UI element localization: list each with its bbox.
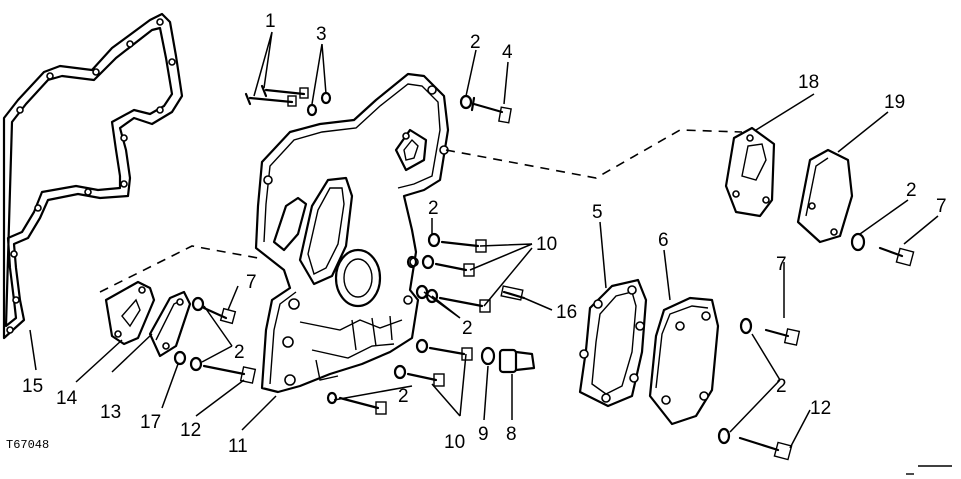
margin-marks (906, 465, 952, 475)
cap-screws-10-middle (415, 284, 491, 313)
cap-screws-1 (244, 84, 309, 107)
gasket-14 (104, 280, 156, 346)
cap-screws-10-lower (326, 338, 473, 415)
callout-2: 2 (470, 32, 481, 53)
leader-lines (29, 31, 939, 449)
cover-19 (796, 148, 854, 244)
o-ring-9 (480, 346, 496, 366)
cap-screw-12-right (738, 436, 793, 461)
gasket-15 (2, 12, 184, 340)
callout-11: 11 (228, 436, 248, 457)
callout-12: 12 (810, 398, 831, 419)
washer-2-cover6-bottom (717, 427, 731, 445)
stud-16 (500, 285, 526, 301)
washer-2-left-lower (189, 356, 203, 372)
callout-2: 2 (234, 342, 245, 363)
alignment-lines (99, 129, 743, 293)
plug-8 (498, 348, 536, 374)
callout-13: 13 (100, 402, 121, 423)
callout-7: 7 (776, 254, 787, 275)
cap-screw-7-right-upper (878, 246, 915, 267)
washer-2-left (191, 296, 205, 312)
gasket-18 (724, 126, 776, 218)
callout-5: 5 (592, 202, 603, 223)
gasket-5 (578, 278, 648, 408)
callout-10: 10 (444, 432, 465, 453)
cover-plate-13 (148, 290, 192, 358)
callout-14: 14 (56, 388, 78, 409)
cover-6 (648, 296, 720, 426)
figure-id: T67048 (6, 438, 49, 452)
callout-6: 6 (658, 230, 669, 251)
callout-4: 4 (502, 42, 513, 63)
callout-16: 16 (556, 302, 577, 323)
callout-2: 2 (462, 318, 473, 339)
callout-3: 3 (316, 24, 327, 45)
cap-screw-4 (470, 96, 512, 124)
washer-2-upper (459, 94, 473, 110)
callout-labels: 1 3 2 4 18 19 2 7 2 10 16 2 5 6 7 2 12 7… (6, 11, 947, 457)
callout-7: 7 (936, 196, 947, 217)
cap-screw-7-left (202, 306, 237, 325)
timing-gear-cover (254, 72, 450, 394)
cap-screws-10-upper (406, 232, 487, 277)
callout-2: 2 (398, 386, 409, 407)
callout-10: 10 (536, 234, 557, 255)
callout-7: 7 (246, 272, 257, 293)
callout-2: 2 (776, 376, 787, 397)
washer-2-right-upper (850, 232, 866, 252)
callout-2: 2 (428, 198, 439, 219)
callout-18: 18 (798, 72, 819, 93)
callout-15: 15 (22, 376, 43, 397)
washer-17 (173, 350, 187, 366)
callout-17: 17 (140, 412, 161, 433)
washers-3 (306, 91, 332, 117)
cap-screw-7-cover6 (764, 328, 801, 346)
callout-1: 1 (265, 11, 276, 32)
callout-19: 19 (884, 92, 905, 113)
callout-8: 8 (506, 424, 517, 445)
washer-2-cover6-top (739, 317, 753, 335)
callout-12: 12 (180, 420, 201, 441)
callout-2: 2 (906, 180, 917, 201)
cap-screw-12-left (202, 364, 257, 384)
callout-9: 9 (478, 424, 489, 445)
